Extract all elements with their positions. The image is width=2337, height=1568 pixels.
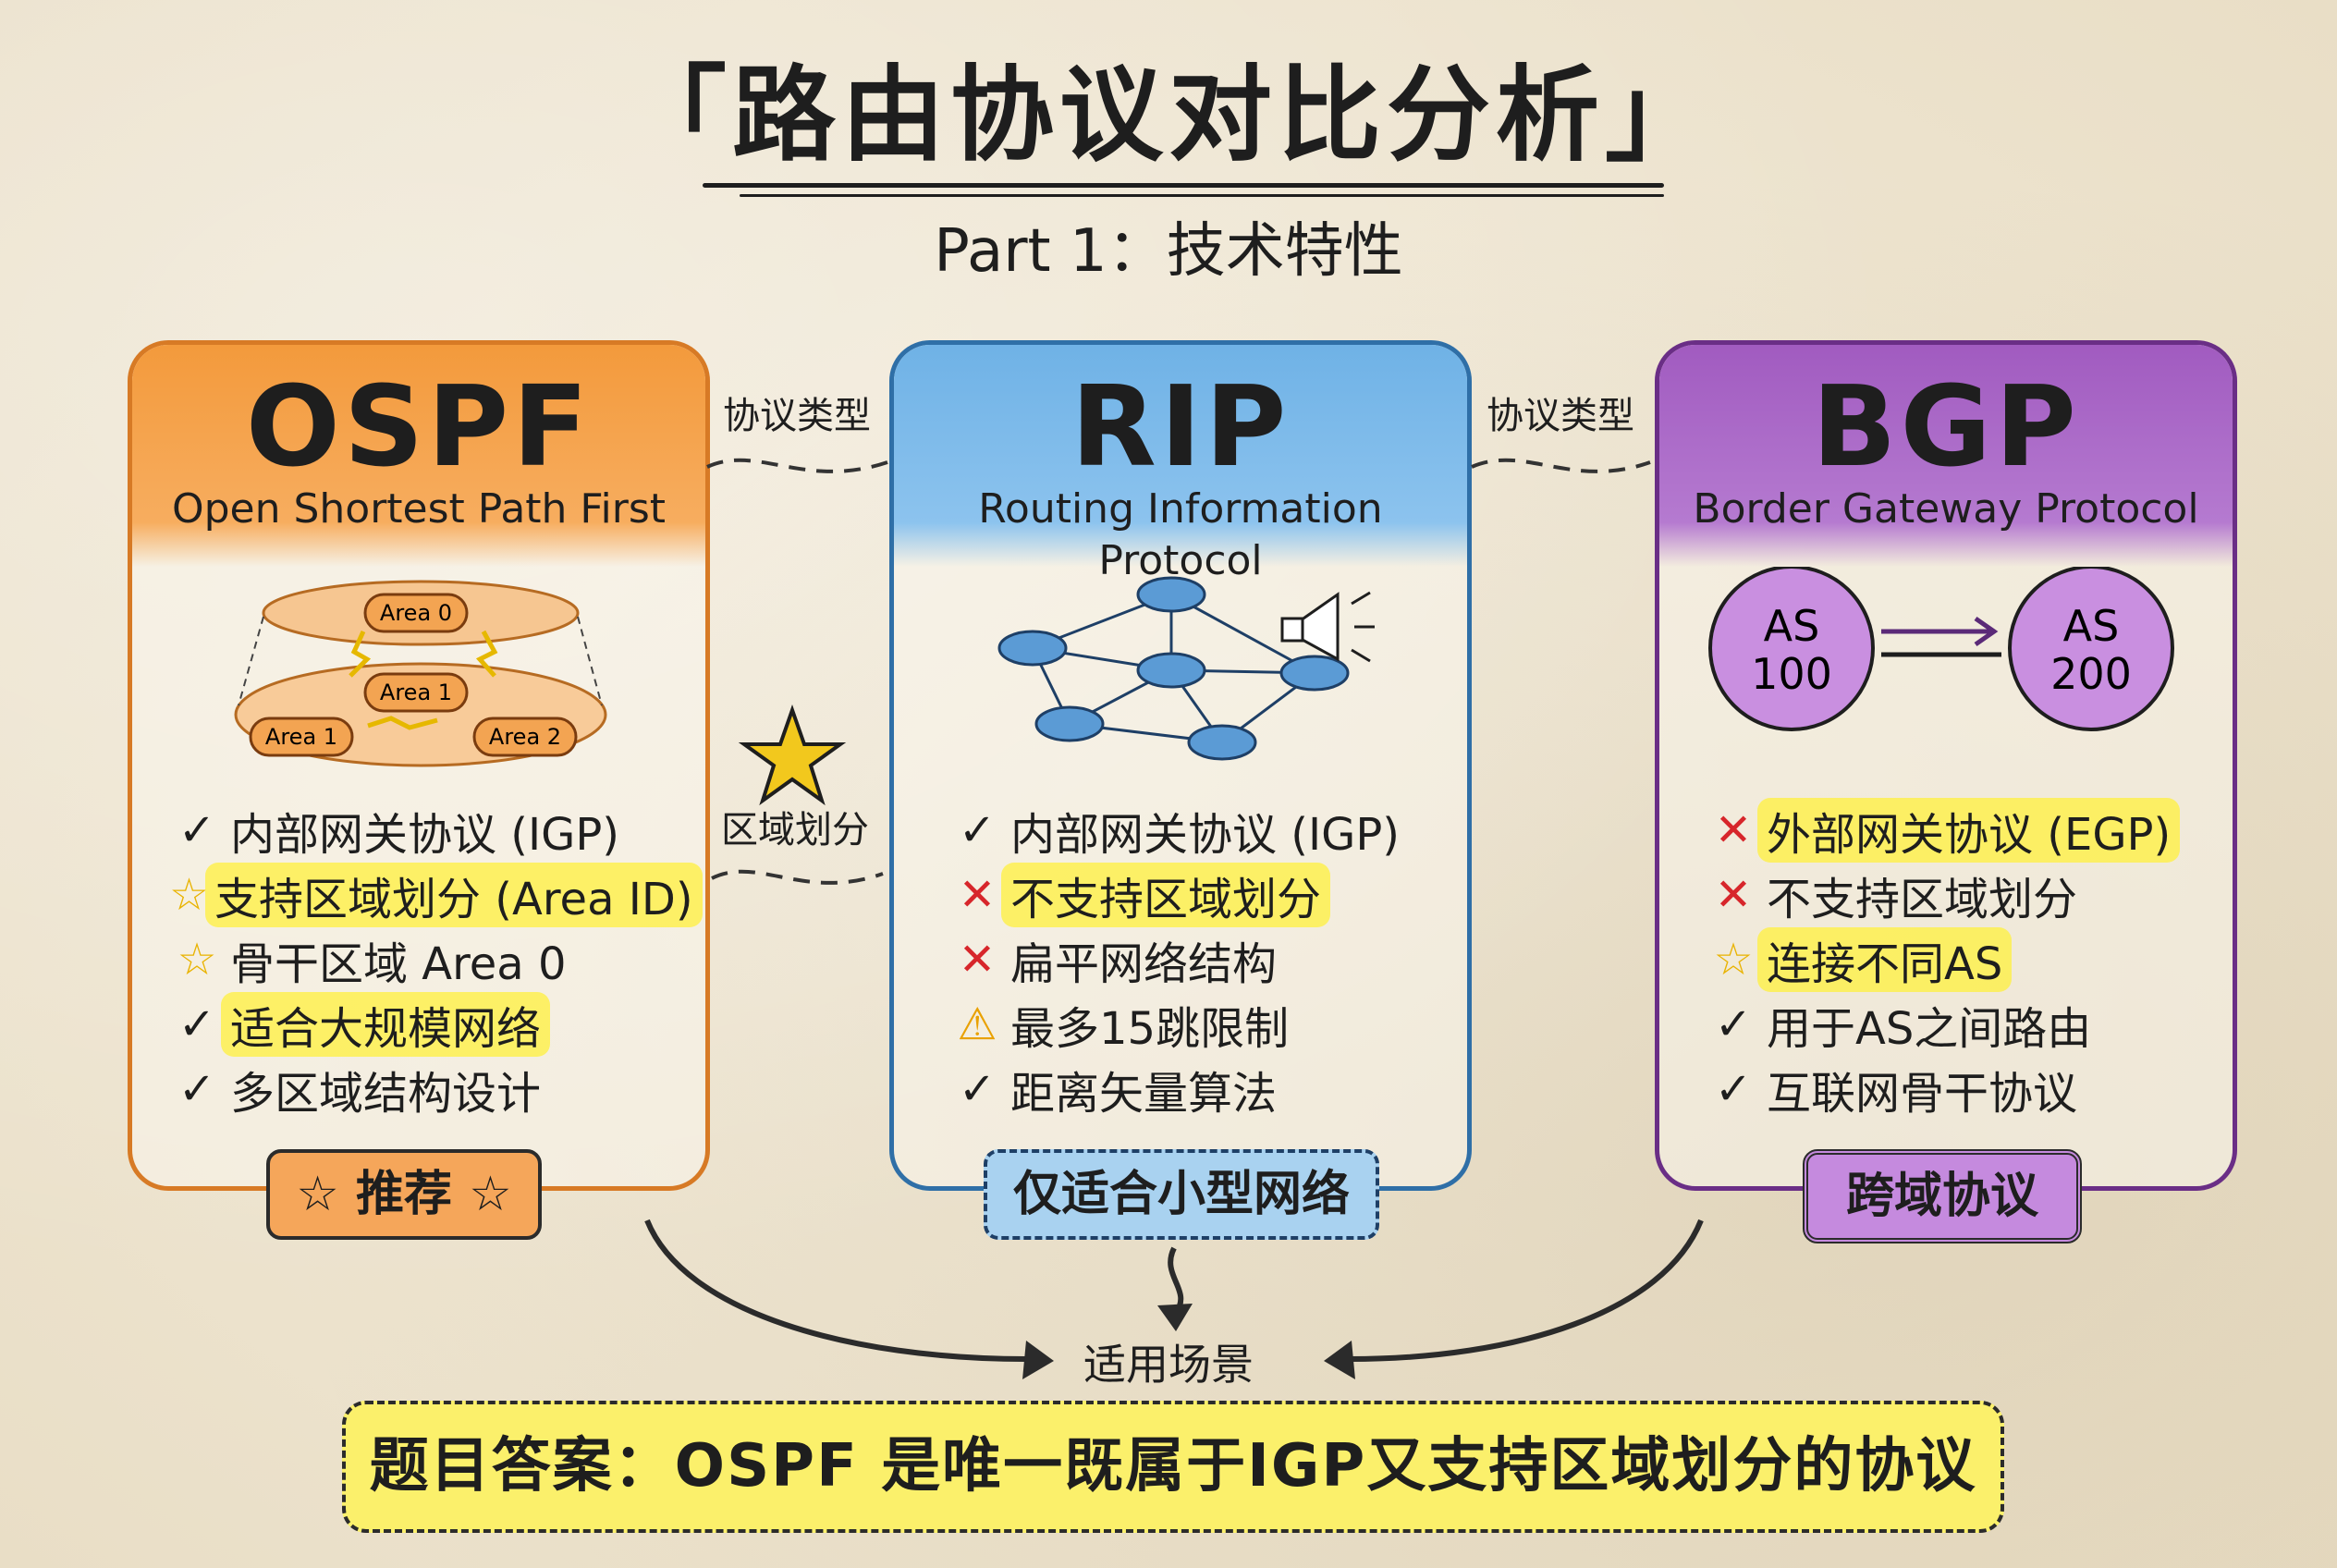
- feature-item: ☆连接不同AS: [1706, 927, 2214, 992]
- svg-text:200: 200: [2050, 649, 2132, 699]
- cross-icon: ✕: [958, 869, 997, 921]
- feature-item: ✓适合大规模网络: [169, 992, 687, 1057]
- ospf-header: [132, 345, 705, 567]
- check-icon: ✓: [177, 1063, 216, 1115]
- router-icon: [1136, 576, 1206, 613]
- ospf-area-diagram: Area 0 Area 1 Area 1 Area 2: [234, 580, 607, 767]
- router-icon: [1034, 705, 1105, 742]
- rip-full-name: Routing Information Protocol: [978, 485, 1383, 584]
- svg-text:AS: AS: [1764, 601, 1820, 651]
- arrow-head: [1022, 1341, 1054, 1379]
- bgp-full-name: Border Gateway Protocol: [1693, 485, 2199, 533]
- area-division-label: 区域划分: [721, 809, 869, 851]
- ospf-badge: ☆ 推荐 ☆: [266, 1149, 542, 1240]
- curved-arrow: [1349, 1219, 1704, 1362]
- rip-card: RIP Routing Information Protocol: [889, 340, 1472, 1191]
- check-icon: ✓: [958, 1063, 997, 1115]
- area-label: Area 1: [380, 680, 452, 705]
- arrow-head: [1324, 1341, 1355, 1379]
- feature-item: ✕不支持区域划分: [1706, 863, 2214, 927]
- router-icon: [1279, 655, 1350, 692]
- area-label: Area 1: [265, 724, 337, 750]
- title-underline: [703, 183, 1664, 188]
- router-icon: [997, 630, 1068, 667]
- feature-item: ✕扁平网络结构: [949, 927, 1449, 992]
- arrow-head: [1157, 1304, 1193, 1331]
- cross-icon: ✕: [958, 934, 997, 986]
- feature-item: ✓用于AS之间路由: [1706, 992, 2214, 1057]
- bgp-name: BGP: [1812, 363, 2080, 492]
- lightning-icon: [475, 630, 498, 678]
- protocol-type-label-left: 协议类型: [723, 395, 871, 437]
- cross-icon: ✕: [1714, 869, 1753, 921]
- area-label: Area 2: [489, 724, 561, 750]
- check-icon: ✓: [1714, 1063, 1753, 1115]
- bgp-badge: 跨域协议: [1803, 1149, 2082, 1243]
- bgp-header: [1659, 345, 2233, 567]
- dashed-connector: [711, 869, 884, 885]
- curved-arrow: [1168, 1246, 1184, 1315]
- ospf-feature-list: ✓内部网关协议 (IGP) ☆支持区域划分 (Area ID) ☆骨干区域 Ar…: [169, 798, 703, 1121]
- rip-feature-list: ✓内部网关协议 (IGP) ✕不支持区域划分 ✕扁平网络结构 ⚠最多15跳限制 …: [949, 798, 1449, 1121]
- page-subtitle: Part 1：技术特性: [934, 217, 1403, 286]
- as-node: [2008, 567, 2174, 731]
- router-icon: [1187, 724, 1257, 761]
- star-icon: ☆: [1713, 934, 1754, 986]
- feature-item: ✓多区域结构设计: [169, 1057, 687, 1121]
- check-icon: ✓: [958, 804, 997, 856]
- feature-item: ⚠最多15跳限制: [949, 992, 1449, 1057]
- answer-box: 题目答案：OSPF 是唯一既属于IGP又支持区域划分的协议: [342, 1401, 2004, 1533]
- rip-network-diagram: [997, 576, 1375, 761]
- check-icon: ✓: [177, 998, 216, 1050]
- ospf-card: OSPF Open Shortest Path First Area 0 Are…: [128, 340, 710, 1191]
- rip-header: [894, 345, 1467, 567]
- lightning-icon: [367, 716, 438, 730]
- svg-text:AS: AS: [2063, 601, 2120, 651]
- feature-item: ☆支持区域划分 (Area ID): [169, 863, 703, 927]
- ospf-name: OSPF: [245, 363, 593, 492]
- protocol-type-label-right: 协议类型: [1487, 395, 1634, 437]
- arrow-icon: [1974, 616, 1999, 647]
- svg-text:100: 100: [1751, 649, 1832, 699]
- lightning-icon: [349, 630, 372, 678]
- star-icon: [738, 704, 847, 806]
- rip-name: RIP: [1071, 363, 1291, 492]
- feature-item: ✕不支持区域划分: [949, 863, 1449, 927]
- feature-item: ✓内部网关协议 (IGP): [949, 798, 1449, 863]
- warning-icon: ⚠: [957, 998, 997, 1050]
- feature-item: ✓内部网关协议 (IGP): [169, 798, 687, 863]
- feature-item: ☆骨干区域 Area 0: [169, 927, 687, 992]
- cross-icon: ✕: [1714, 804, 1753, 856]
- page-title: 「路由协议对比分析」: [623, 55, 1714, 176]
- feature-item: ✓距离矢量算法: [949, 1057, 1449, 1121]
- as-node: [1708, 567, 1875, 731]
- megaphone-icon: [1280, 591, 1375, 663]
- area-label: Area 0: [380, 600, 452, 626]
- check-icon: ✓: [177, 804, 216, 856]
- bgp-feature-list: ✕外部网关协议 (EGP) ✕不支持区域划分 ☆连接不同AS ✓用于AS之间路由…: [1706, 798, 2214, 1121]
- title-underline-2: [740, 194, 1664, 197]
- ospf-full-name: Open Shortest Path First: [171, 485, 667, 533]
- dashed-connector: [706, 458, 888, 473]
- rip-badge: 仅适合小型网络: [984, 1149, 1379, 1240]
- curved-arrow: [644, 1219, 1027, 1362]
- check-icon: ✓: [1714, 998, 1753, 1050]
- dashed-connector: [1471, 458, 1651, 473]
- feature-item: ✕外部网关协议 (EGP): [1706, 798, 2214, 863]
- feature-item: ✓互联网骨干协议: [1706, 1057, 2214, 1121]
- scene-label: 适用场景: [1083, 1340, 1254, 1390]
- bgp-as-diagram: AS 100 AS 200: [1708, 567, 2174, 731]
- router-icon: [1136, 652, 1206, 689]
- star-icon: ☆: [169, 869, 210, 921]
- star-icon: ☆: [177, 934, 217, 986]
